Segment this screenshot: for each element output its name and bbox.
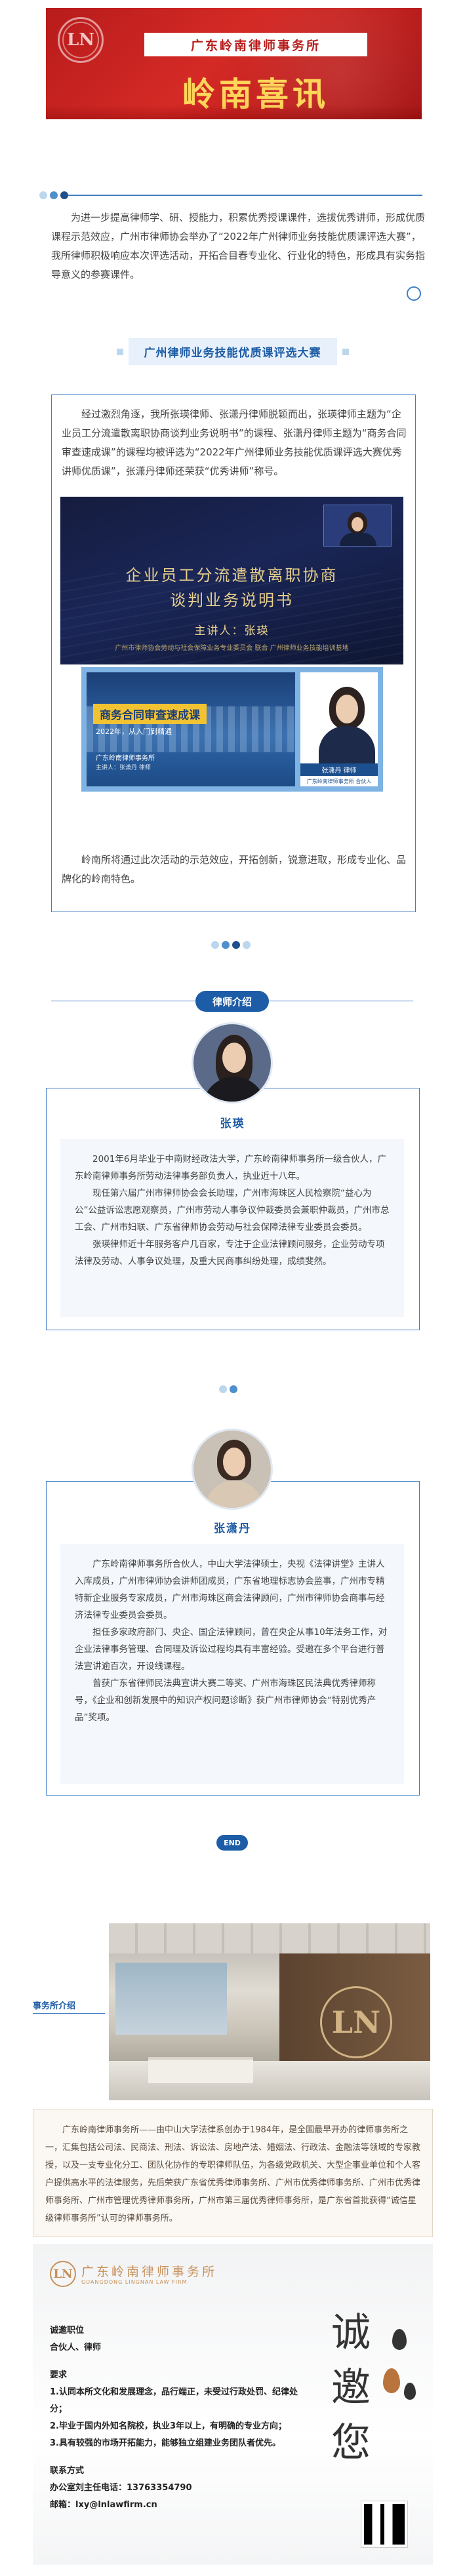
speaker-caption: 张潇丹 律师 <box>300 763 378 776</box>
contact-email[interactable]: 邮箱：lxy@lnlawfirm.cn <box>50 2500 157 2510</box>
pip-body <box>340 533 376 546</box>
lawyer1-bio-2: 现任第六届广州市律师协会会长助理，广州市海珠区人民检察院“益心为公”公益诉讼志愿… <box>75 1188 390 1233</box>
requirement-3: 3.具有较强的市场开拓能力，能够独立组建业务团队者优先。 <box>50 2438 281 2448</box>
lawyer2-avatar <box>192 1429 273 1510</box>
firm-seal-letters: LN <box>62 22 99 58</box>
course-thumbnail: 商务合同审查速成课 2022年，从入门到精通 广东岭南律师事务所 主讲人：张潇丹… <box>87 672 295 786</box>
requirement-2: 2.毕业于国内外知名院校，执业3年以上，有明确的专业方向； <box>50 2421 287 2431</box>
recruit-body: 诚邀职位 合伙人、律师 要求 1.认同本所文化和发展理念，品行端正，未受过行政处… <box>50 2322 299 2514</box>
recruitment-poster: LN 广东岭南律师事务所 GUANGDONG LINGNAN LAW FIRM … <box>33 2244 433 2565</box>
section-contest-title: 广州律师业务技能优质课评选大赛 <box>128 338 337 365</box>
speaker-caption-2: 广东岭南律师事务所 合伙人 <box>306 779 372 784</box>
contact-heading: 联系方式 <box>50 2466 85 2476</box>
invite-char-1: 诚 <box>331 2310 371 2356</box>
firm-seal-icon: LN <box>58 17 104 63</box>
requirements-heading: 要求 <box>50 2370 68 2380</box>
contest-paragraph-1: 经过激烈角逐，我所张瑛律师、张潇丹律师脱颖而出，张瑛律师主题为“企业员工分流遣散… <box>62 408 407 477</box>
intro-paragraph: 为进一步提高律师学、研、授能力，积累优秀授课课件，选拔优秀讲师，形成优质课程示范… <box>51 212 426 280</box>
course-speaker-photo: 张潇丹 律师 广东岭南律师事务所 合伙人 <box>300 672 378 786</box>
lawyer2-bio-2: 担任多家政府部门、央企、国企法律顾问，曾在央企从事10年法务工作，对企业法律事务… <box>75 1627 388 1672</box>
zhang-ying-video-slide[interactable]: 企业员工分流遣散离职协商 谈判业务说明书 主讲人：张瑛 广州市律师协会劳动与社会… <box>60 497 403 664</box>
intro-dots-icon <box>39 191 68 199</box>
lawyer1-bio-3: 张瑛律师近十年服务客户几百家，专注于企业法律顾问服务，企业劳动专项法律及劳动、人… <box>75 1239 385 1267</box>
lawyer2-bio-3: 曾获广东省律师民法典宣讲大赛二等奖、广州市海珠区民法典优秀律师称号，《企业和创新… <box>75 1678 376 1723</box>
ink-drop-icon <box>383 2368 400 2393</box>
slide-title-line1: 企业员工分流遣散离职协商 <box>125 566 338 585</box>
slide-host: 主讲人：张瑛 <box>194 625 270 638</box>
intro-top-rule <box>68 195 422 196</box>
banner-gloss <box>238 8 422 119</box>
lawyer1-avatar <box>192 1022 273 1104</box>
qr-code[interactable] <box>361 2501 408 2548</box>
slide-wave-pattern <box>60 573 403 664</box>
contact-phone: 办公室刘主任电话：13763354790 <box>50 2483 192 2493</box>
section-contest-label: 广州律师业务技能优质课评选大赛 <box>0 338 465 365</box>
qr-code-pattern <box>364 2504 405 2545</box>
positions-value: 合伙人、律师 <box>50 2343 102 2353</box>
lobby-window <box>115 1963 227 2035</box>
lawyer1-bio: 2001年6月毕业于中南财经政法大学，广东岭南律师事务所一级合伙人，广东岭南律师… <box>60 1139 404 1317</box>
header-banner: LN 广东岭南律师事务所 岭南喜讯 <box>46 8 422 119</box>
lawyer2-name: 张潇丹 <box>214 1522 251 1535</box>
requirement-1: 1.认同本所文化和发展理念，品行端正，未受过行政处罚、纪律处分； <box>50 2387 298 2414</box>
firm-intro-text: 广东岭南律师事务所——由中山大学法律系创办于1984年，是全国最早开办的律师事务… <box>45 2125 421 2223</box>
invite-char-2: 邀 <box>331 2365 371 2411</box>
banner-headline: 岭南喜讯 <box>182 75 329 113</box>
recruit-firm-name: 广东岭南律师事务所 <box>81 2265 218 2279</box>
zhang-xiaodan-course-card[interactable]: 商务合同审查速成课 2022年，从入门到精通 广东岭南律师事务所 主讲人：张潇丹… <box>81 667 383 792</box>
banner-bottom-shade <box>46 105 422 119</box>
lawyer1-bio-1: 2001年6月毕业于中南财经政法大学，广东岭南律师事务所一级合伙人，广东岭南律师… <box>75 1154 386 1182</box>
firm-intro-box: 广东岭南律师事务所——由中山大学法律系创办于1984年，是全国最早开办的律师事务… <box>33 2109 433 2237</box>
recruit-firm-name-en: GUANGDONG LINGNAN LAW FIRM <box>81 2279 188 2285</box>
lawyers-label: 律师介绍 <box>195 991 269 1012</box>
label-left-square <box>116 348 123 355</box>
end-marker: END <box>216 1835 248 1851</box>
speaker-face <box>336 695 358 723</box>
banner-firm-name: 广东岭南律师事务所 <box>144 33 367 56</box>
invite-characters: 诚 邀 您 <box>321 2305 380 2470</box>
course-subtitle: 2022年，从入门到精通 <box>96 727 172 736</box>
speaker-suit <box>319 726 375 765</box>
section-divider-dots-icon <box>211 941 251 949</box>
lawyer2-bio-1: 广东岭南律师事务所合伙人，中山大学法律硕士，央视《法律讲堂》主讲人入库成员，广州… <box>75 1559 385 1621</box>
contest-paragraph-2: 岭南所将通过此次活动的示范效应，开拓创新，锐意进取，形成专业化、品牌化的岭南特色… <box>62 854 407 885</box>
lawyer1-name: 张瑛 <box>220 1117 245 1130</box>
firm-lobby-photo: LN <box>109 1923 430 2100</box>
slide-org: 广州市律师协会劳动与社会保障业务专业委员会 联合 广州律师业务技能培训基地 <box>115 645 349 652</box>
pip-face <box>352 517 363 531</box>
course-firm: 广东岭南律师事务所 <box>96 755 155 762</box>
lawyer-divider-dots-icon <box>219 1385 237 1393</box>
course-title: 商务合同审查速成课 <box>93 704 207 724</box>
intro-ring-icon <box>407 286 421 301</box>
firm-intro-label: 事务所介绍 <box>33 2001 76 2011</box>
recruit-logo-icon: LN <box>50 2261 76 2287</box>
positions-heading: 诚邀职位 <box>50 2326 85 2336</box>
lobby-logo-icon: LN <box>320 1986 392 2058</box>
ink-drop-icon <box>392 2329 407 2350</box>
label-right-square <box>342 348 349 355</box>
slide-title-line2: 谈判业务说明书 <box>170 591 294 609</box>
speaker-pip-video <box>323 505 392 547</box>
course-host: 主讲人：张潇丹 律师 <box>96 765 151 771</box>
ink-drop-icon <box>404 2383 416 2400</box>
lobby-ceiling <box>109 1923 430 1953</box>
invite-char-3: 您 <box>331 2420 371 2466</box>
lobby-desk <box>148 2057 253 2083</box>
lawyer2-bio: 广东岭南律师事务所合伙人，中山大学法律硕士，央视《法律讲堂》主讲人入库成员，广州… <box>60 1544 404 1784</box>
firm-intro-rule <box>33 2013 105 2014</box>
